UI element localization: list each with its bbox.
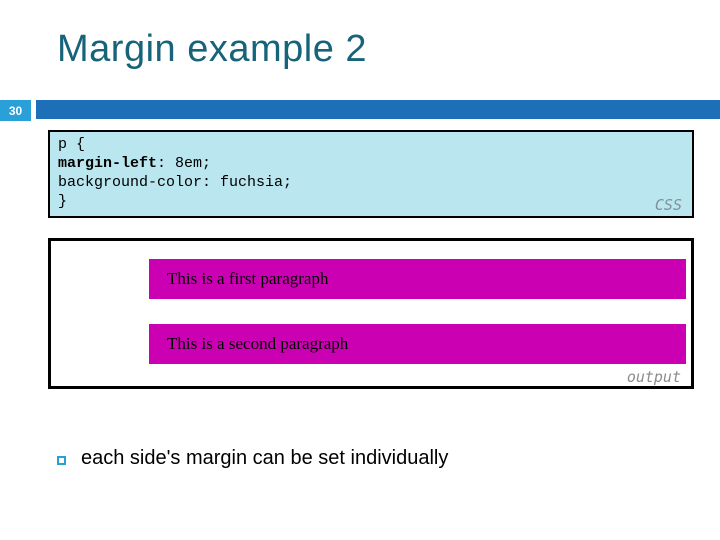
code-line-3: background-color: fuchsia; [58,174,293,191]
code-line-1: p { [58,136,86,153]
code-line-2: margin-left: 8em; [58,155,212,172]
output-panel-label: output [626,368,681,386]
page-title: Margin example 2 [57,28,368,70]
square-bullet-icon [57,455,66,465]
browser-output-panel: This is a first paragraph This is a seco… [48,238,694,389]
output-paragraph-2: This is a second paragraph [149,324,686,364]
slide-number: 30 [8,103,23,118]
css-code-panel: p { margin-left: 8em; background-color: … [48,130,694,218]
slide-number-badge: 30 [0,100,31,121]
output-paragraph-1: This is a first paragraph [149,259,686,299]
bullet-list-item: each side's margin can be set individual… [57,447,448,470]
bullet-text: each side's margin can be set individual… [81,447,449,469]
code-line-4: } [58,193,68,210]
header-accent-bar [36,100,720,119]
code-property-keyword: margin-left [58,155,158,172]
css-panel-label: CSS [654,196,682,214]
